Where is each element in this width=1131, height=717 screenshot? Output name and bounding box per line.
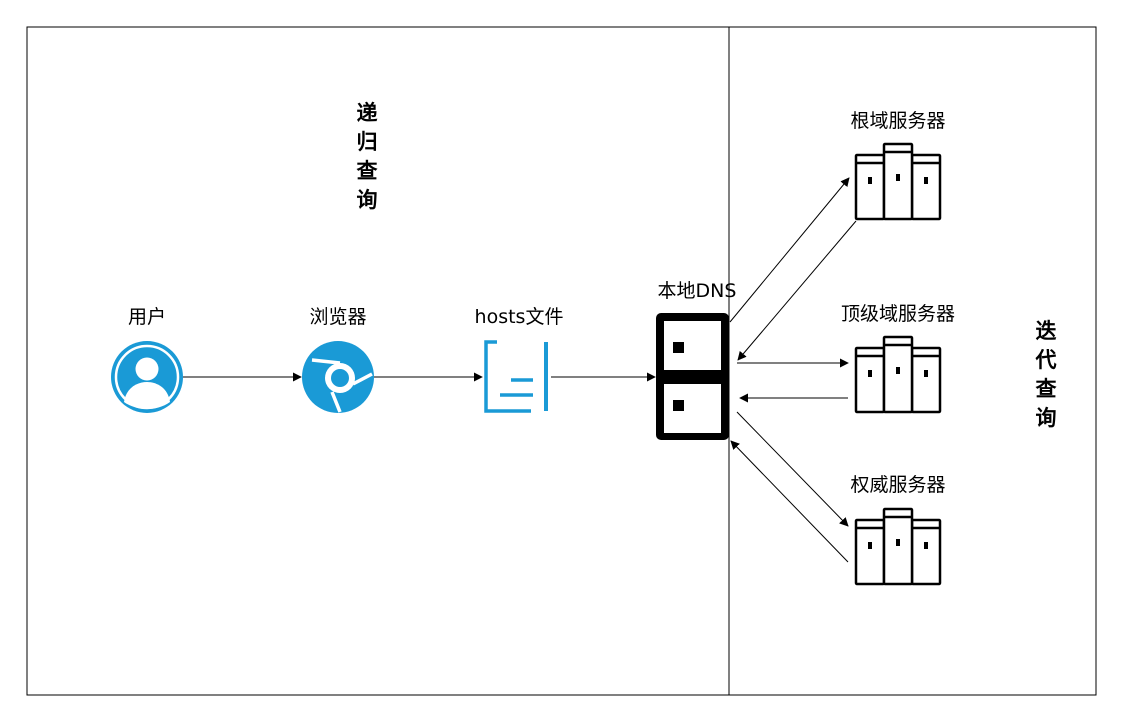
authoritative-server-node: 权威服务器 [850, 474, 946, 586]
arrow-authoritative-to-dns [730, 440, 849, 563]
browser-label: 浏览器 [309, 306, 366, 328]
recursive-query-char: 递 [357, 101, 378, 125]
hosts-label: hosts文件 [475, 306, 564, 328]
root-server-label: 根域服务器 [850, 110, 945, 132]
user-label: 用户 [128, 306, 166, 328]
arrow-dns-to-root [729, 177, 850, 323]
recursive-query-char: 查 [357, 159, 378, 183]
authoritative-server-label: 权威服务器 [850, 474, 945, 496]
local-dns-node: 本地DNS [656, 280, 736, 440]
iterative-query-char: 询 [1036, 406, 1057, 430]
user-node: 用户 [111, 306, 183, 413]
dns-server-icon [656, 313, 729, 440]
iterative-query-char: 查 [1036, 377, 1057, 401]
root-server-node: 根域服务器 [850, 110, 946, 221]
hosts-node: hosts文件 [475, 306, 564, 413]
user-avatar-icon [111, 341, 183, 413]
recursive-query-title: 递 归 查 询 [357, 101, 378, 212]
iterative-query-char: 代 [1035, 348, 1057, 372]
arrow-root-to-dns [737, 220, 857, 361]
arrow-dns-to-authoritative [736, 411, 849, 527]
iterative-query-title: 迭 代 查 询 [1035, 319, 1057, 430]
browser-node: 浏览器 [302, 306, 374, 413]
iterative-query-char: 迭 [1036, 319, 1057, 343]
tld-server-label: 顶级域服务器 [841, 303, 955, 325]
recursive-query-char: 归 [357, 130, 378, 154]
recursive-query-char: 询 [357, 188, 378, 212]
browser-chrome-icon [302, 341, 374, 413]
document-icon [484, 340, 548, 413]
tld-server-node: 顶级域服务器 [841, 303, 955, 414]
local-dns-label: 本地DNS [658, 280, 737, 302]
